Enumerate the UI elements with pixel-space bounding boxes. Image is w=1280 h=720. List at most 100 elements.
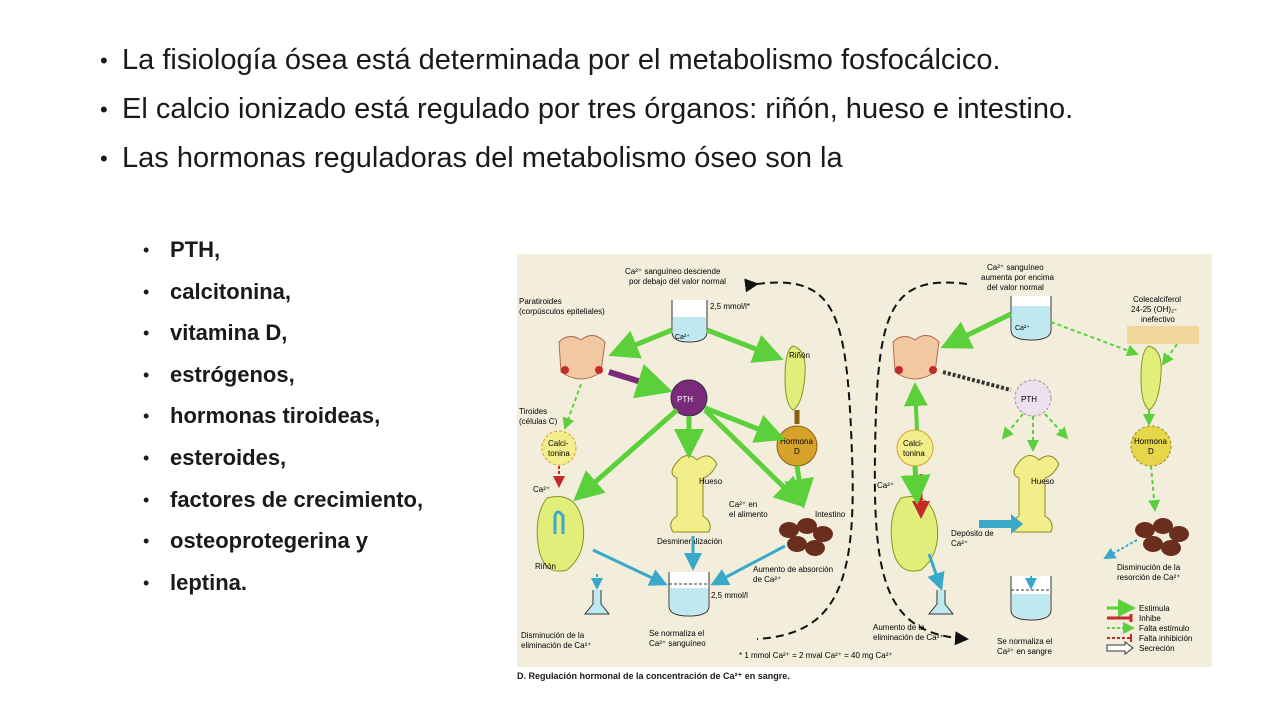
arrow-urine-right [927, 553, 945, 591]
beaker-bottom-left-liquid [670, 588, 708, 615]
ca-alimento-1: Ca²⁺ en [729, 500, 757, 509]
main-bullet-list: La fisiología ósea está determinada por … [100, 42, 1180, 189]
calcitonina-left-1: Calci- [548, 439, 569, 448]
intestine-right [1135, 518, 1189, 556]
pth-node-right [1014, 379, 1052, 417]
se-normaliza-left-2: Ca²⁺ sanguíneo [649, 639, 706, 648]
calcitonina-left-2: tonina [548, 449, 570, 458]
hormone-sub-list: PTH, calcitonina, vitamina D, estrógenos… [143, 238, 423, 612]
sub-item-leptina: leptina. [143, 570, 423, 595]
beaker-bottom-right-liquid [1012, 594, 1050, 619]
sub-item-hormonas-tiroideas: hormonas tiroideas, [143, 404, 423, 429]
sub-item-esteroides: esteroides, [143, 445, 423, 470]
right-top-label-1: Ca²⁺ sanguíneo [987, 263, 1044, 272]
kidney-bottom-left [536, 496, 585, 572]
parathyroid-gland [595, 366, 603, 374]
diagram-svg: Ca²⁺ sanguíneo desciende por debajo del … [519, 263, 1199, 660]
tiroides-sub-label: (células C) [519, 417, 558, 426]
sub-item-calcitonina: calcitonina, [143, 279, 423, 304]
bullet-bone-physiology: La fisiología ósea está determinada por … [100, 42, 1180, 79]
pth-secretion-arrow [608, 363, 673, 399]
se-normaliza-left-1: Se normaliza el [649, 629, 704, 638]
calcium-regulation-diagram: Ca²⁺ sanguíneo desciende por debajo del … [517, 254, 1212, 667]
beaker-top-value: 2,5 mmol/l* [710, 302, 750, 311]
thyroid-gland-right [892, 335, 940, 380]
desmineralizacion-label: Desmineralización [657, 537, 722, 546]
bullet-calcium-organs: El calcio ionizado está regulado por tre… [100, 91, 1180, 128]
legend-label-inhibit: Inhibe [1139, 614, 1161, 623]
right-top-label-2: aumenta por encima [981, 273, 1054, 282]
arrow-calcium-deposit [979, 514, 1023, 534]
ca-right-label: Ca²⁺ [877, 481, 894, 490]
beaker-top-right-liquid [1012, 306, 1050, 339]
intestine-left [779, 518, 833, 556]
calcitonina-node-right [896, 429, 934, 467]
pth-label-left: PTH [677, 395, 693, 404]
hormona-d-right-2: D [1148, 447, 1154, 456]
bone-right [1012, 455, 1060, 533]
hueso-right-label: Hueso [1031, 477, 1055, 486]
pth-missing-secretion [942, 370, 1012, 392]
feedback-arc-left [744, 278, 854, 640]
arrow-intestine-to-blood [710, 544, 786, 586]
legend-label-stimulate: Estimula [1139, 604, 1170, 613]
kidney-top-right [1140, 345, 1162, 411]
sub-item-estrogenos: estrógenos, [143, 362, 423, 387]
colecalciferol-2: 24-25 (OH)₂- [1131, 305, 1177, 314]
paratiroides-label: Paratiroides [519, 297, 562, 306]
intestino-label: Intestino [815, 510, 846, 519]
se-normaliza-right-1: Se normaliza el [997, 637, 1052, 646]
tiroides-label: Tiroides [519, 407, 547, 416]
calcitonina-right-2: tonina [903, 449, 925, 458]
hueso-left-label: Hueso [699, 477, 723, 486]
calcitonina-right-1: Calci- [903, 439, 924, 448]
bullet-hormones: Las hormonas reguladoras del metabolismo… [100, 140, 1180, 177]
missing-stimulus-arrows-right [1001, 321, 1178, 512]
arrow-decreased-resorption [1103, 539, 1138, 559]
hormona-d-left-1: Hormona [780, 437, 813, 446]
parathyroid-gland [929, 366, 937, 374]
rinon-bottom-label: Riñón [535, 562, 556, 571]
hormona-d-node-left [776, 425, 818, 467]
disminucion-eliminacion-2: eliminación de Ca²⁺ [521, 641, 591, 650]
ca-left-label: Ca²⁺ [533, 485, 550, 494]
diagram-caption: D. Regulación hormonal de la concentraci… [517, 671, 790, 681]
pth-label-right: PTH [1021, 395, 1037, 404]
stimulate-arrows-right [900, 311, 1013, 505]
kidney-reabsorption-loop [553, 510, 565, 534]
urine-flask-right [927, 590, 955, 615]
legend: Estimula Inhibe Falta estímulo Falta inh… [1106, 599, 1192, 655]
legend-label-missing-stimulus: Falta estímulo [1139, 624, 1190, 633]
parathyroid-gland [895, 366, 903, 374]
kidney-top-left [784, 345, 806, 411]
aumento-eliminacion-1: Aumento de la [873, 623, 925, 632]
sub-item-osteoprotegerina: osteoprotegerina y [143, 529, 423, 554]
right-top-label-3: del valor normal [987, 283, 1044, 292]
disminucion-resorcion-1: Disminución de la [1117, 563, 1181, 572]
sub-item-vitamina-d: vitamina D, [143, 321, 423, 346]
rinon-top-label: Riñón [789, 351, 810, 360]
aumento-eliminacion-2: eliminación de Ca²⁺ [873, 633, 943, 642]
disminucion-eliminacion-1: Disminución de la [521, 631, 585, 640]
bone-left [670, 455, 718, 533]
stimulate-arrows-left [573, 327, 814, 509]
aumento-absorcion-2: de Ca²⁺ [753, 575, 781, 584]
hormona-d-node-right [1130, 425, 1172, 467]
parathyroid-gland [561, 366, 569, 374]
calcitonina-node-left [541, 430, 577, 466]
arrow-missing-stimulus [562, 383, 582, 430]
paratiroides-sub-label: (corpúsculos epiteliales) [519, 307, 605, 316]
sub-item-factores-crecimiento: factores de crecimiento, [143, 487, 423, 512]
beaker-top-left-liquid [673, 317, 706, 341]
thyroid-gland-left [558, 335, 606, 380]
deposito-1: Depósito de [951, 529, 994, 538]
urine-flask-left [583, 590, 611, 615]
left-top-label-1: Ca²⁺ sanguíneo desciende [625, 267, 721, 276]
ca-alimento-2: el alimento [729, 510, 768, 519]
beaker-bottom-value: 2,5 mmol/l [711, 591, 748, 600]
aumento-absorcion-1: Aumento de absorción [753, 565, 833, 574]
hormona-d-right-1: Hormona [1134, 437, 1167, 446]
disminucion-resorcion-2: resorción de Ca²⁺ [1117, 573, 1180, 582]
feedback-arc-right [873, 281, 969, 646]
beaker-top-right-ca: Ca²⁺ [1015, 325, 1030, 332]
